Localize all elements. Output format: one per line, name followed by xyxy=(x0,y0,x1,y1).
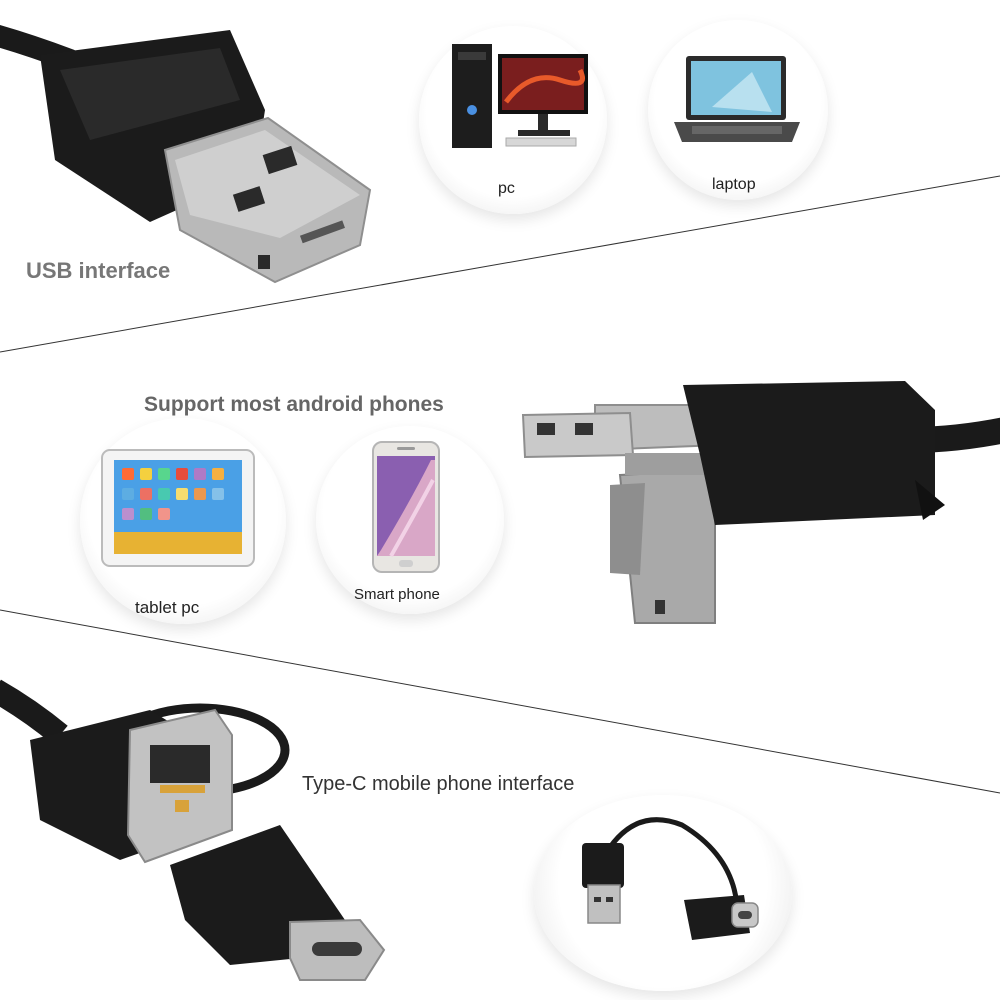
smart-phone-label: Smart phone xyxy=(354,586,440,603)
laptop-label: laptop xyxy=(712,176,756,193)
type-c-adapter-image xyxy=(0,679,386,981)
tablet-icon xyxy=(101,449,255,567)
tablet-pc-label: tablet pc xyxy=(135,598,200,617)
micro-usb-adapter-image xyxy=(521,381,1000,624)
type-c-cable-icon xyxy=(582,817,759,940)
usb-plug-image xyxy=(0,24,372,284)
type-c-cable-circle xyxy=(534,795,792,991)
type-c-interface-heading: Type-C mobile phone interface xyxy=(302,773,575,795)
pc-label: pc xyxy=(498,180,515,197)
laptop-icon xyxy=(674,56,800,142)
android-support-heading: Support most android phones xyxy=(144,393,444,416)
usb-interface-heading: USB interface xyxy=(26,258,171,283)
divider-line-top xyxy=(0,175,1000,353)
desktop-pc-icon xyxy=(452,44,588,148)
smartphone-icon xyxy=(372,441,440,573)
divider-line-bottom xyxy=(0,609,1000,794)
